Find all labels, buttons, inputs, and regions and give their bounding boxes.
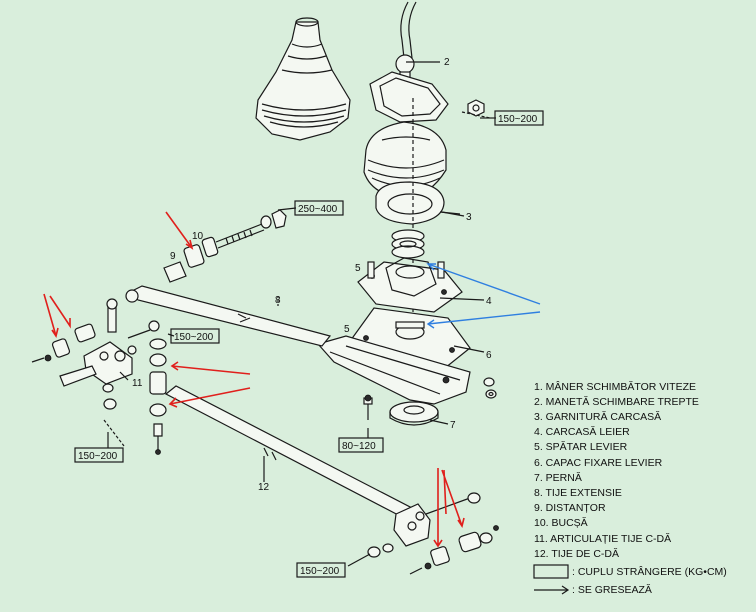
callout-10: 10 [192, 231, 204, 242]
torque-box-label: 150~200 [174, 332, 214, 343]
callout-4: 4 [486, 296, 492, 307]
callout-numbers: 2 3 4 5 5 6 7 8 9 10 11 12 [132, 57, 492, 493]
legend-item-2: 2. MANETĂ SCHIMBARE TREPTE [534, 395, 699, 408]
torque-box-label: 250~400 [298, 204, 338, 215]
legend-item-10: 10. BUCȘĂ [534, 516, 588, 529]
torque-box-label: 150~200 [300, 566, 340, 577]
legend-item-11: 11. ARTICULAȚIE TIJE C-DĂ [534, 532, 671, 545]
control-rod [164, 385, 481, 547]
callout-5b: 5 [344, 324, 350, 335]
callout-3: 3 [466, 212, 472, 223]
shift-lever [369, 1, 449, 123]
legend-item-6: 6. CAPAC FIXARE LEVIER [534, 457, 663, 469]
legend-item-7: 7. PERNĂ [534, 471, 582, 484]
callout-6: 6 [486, 350, 492, 361]
legend-item-4: 4. CARCASĂ LEIER [534, 425, 630, 438]
extension-housing [316, 335, 471, 405]
torque-box-label: 150~200 [78, 451, 118, 462]
housing-boot [363, 121, 461, 225]
torque-box-label: 150~200 [498, 114, 538, 125]
callout-12: 12 [258, 482, 270, 493]
red-grease-arrows [43, 211, 465, 548]
blue-arrows [426, 263, 541, 329]
legend-arrow-symbol [534, 585, 570, 595]
legend-item-1: 1. MÂNER SCHIMBĂTOR VITEZE [534, 380, 696, 393]
cushion [389, 401, 439, 426]
legend: 1. MÂNER SCHIMBĂTOR VITEZE 2. MANETĂ SCH… [533, 380, 727, 596]
lever-housing [357, 257, 463, 313]
joint-bushings [149, 338, 167, 455]
spring-ring [391, 229, 425, 259]
legend-box-note: : CUPLU STRÂNGERE (KG•CM) [572, 565, 727, 578]
spacer-bushing [163, 209, 287, 283]
legend-item-9: 9. DISTANȚOR [534, 502, 606, 514]
shift-boot [255, 17, 351, 141]
legend-item-12: 12. TIJE DE C-DĂ [534, 547, 619, 560]
torque-box-frame [294, 200, 344, 216]
rod-end-parts [367, 525, 499, 575]
legend-torque-box-symbol [533, 564, 569, 579]
torque-box-frame [74, 447, 124, 463]
callout-2: 2 [444, 57, 450, 68]
extension-rod [125, 285, 332, 347]
callout-5a: 5 [355, 263, 361, 274]
torque-box-frame [296, 562, 346, 578]
nuts-right [483, 377, 497, 399]
torque-box-frame [338, 437, 384, 453]
bolt-80-120 [363, 394, 373, 420]
leader-lines [107, 61, 496, 567]
legend-arrow-note: : SE GRESEAZĂ [572, 583, 652, 596]
legend-item-8: 8. TIJE EXTENSIE [534, 487, 622, 499]
torque-boxes: 150~200 250~400 150~200 80~120 150~200 1… [74, 110, 544, 578]
legend-item-5: 5. SPĂTAR LEVIER [534, 440, 628, 453]
control-rod-joint [31, 298, 160, 447]
torque-box-frame [494, 110, 544, 126]
torque-box-frame [170, 328, 220, 344]
callout-8: 8 [275, 295, 281, 306]
callout-7: 7 [450, 420, 456, 431]
nut-top-right [461, 99, 491, 119]
torque-box-label: 80~120 [342, 441, 376, 452]
callout-11: 11 [132, 378, 143, 389]
callout-9: 9 [170, 251, 176, 262]
legend-item-3: 3. GARNITURĂ CARCASĂ [534, 410, 661, 423]
